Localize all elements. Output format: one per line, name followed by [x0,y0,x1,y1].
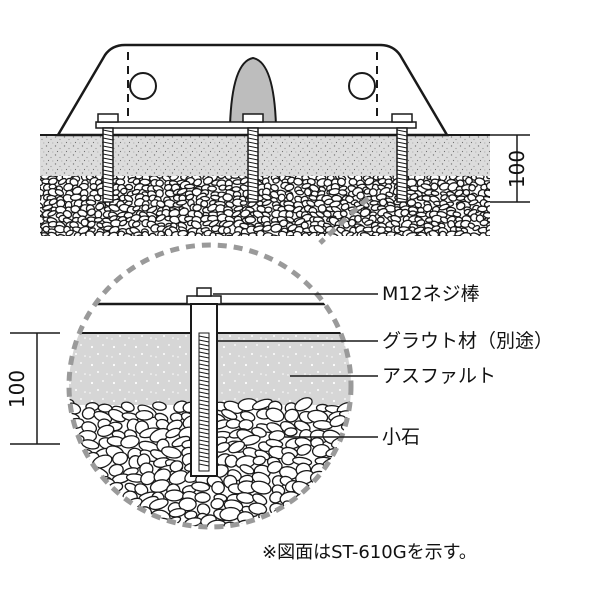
top-dimension: 100 [490,134,530,203]
top-gravel-layer [40,176,490,236]
mount-hole-right [348,72,376,100]
callout-labels: M12ネジ棒 グラウト材（別途） アスファルト 小石 [213,283,553,448]
top-section-view: 100 [40,43,530,236]
footnote: ※図面はST-610Gを示す。 [262,542,477,563]
top-asphalt-layer [40,135,490,176]
reflector-bump [228,56,278,127]
anchor-bolt-right [391,113,413,203]
label-grout: グラウト材（別途） [382,330,553,352]
detail-threaded-rod [186,287,222,477]
label-asphalt: アスファルト [382,365,496,387]
anchor-bolt-left [97,113,119,203]
label-gravel: 小石 [382,426,420,448]
detail-circle-outline [66,242,354,530]
label-threaded-rod: M12ネジ棒 [382,283,480,305]
detail-gravel-layer [69,397,351,527]
detail-magnified-view [66,242,354,530]
top-dimension-label: 100 [505,150,529,188]
detail-dimension: 100 [5,332,60,445]
mount-hole-left [129,72,157,100]
anchor-bolt-center [242,113,264,203]
detail-dimension-label: 100 [5,370,29,408]
